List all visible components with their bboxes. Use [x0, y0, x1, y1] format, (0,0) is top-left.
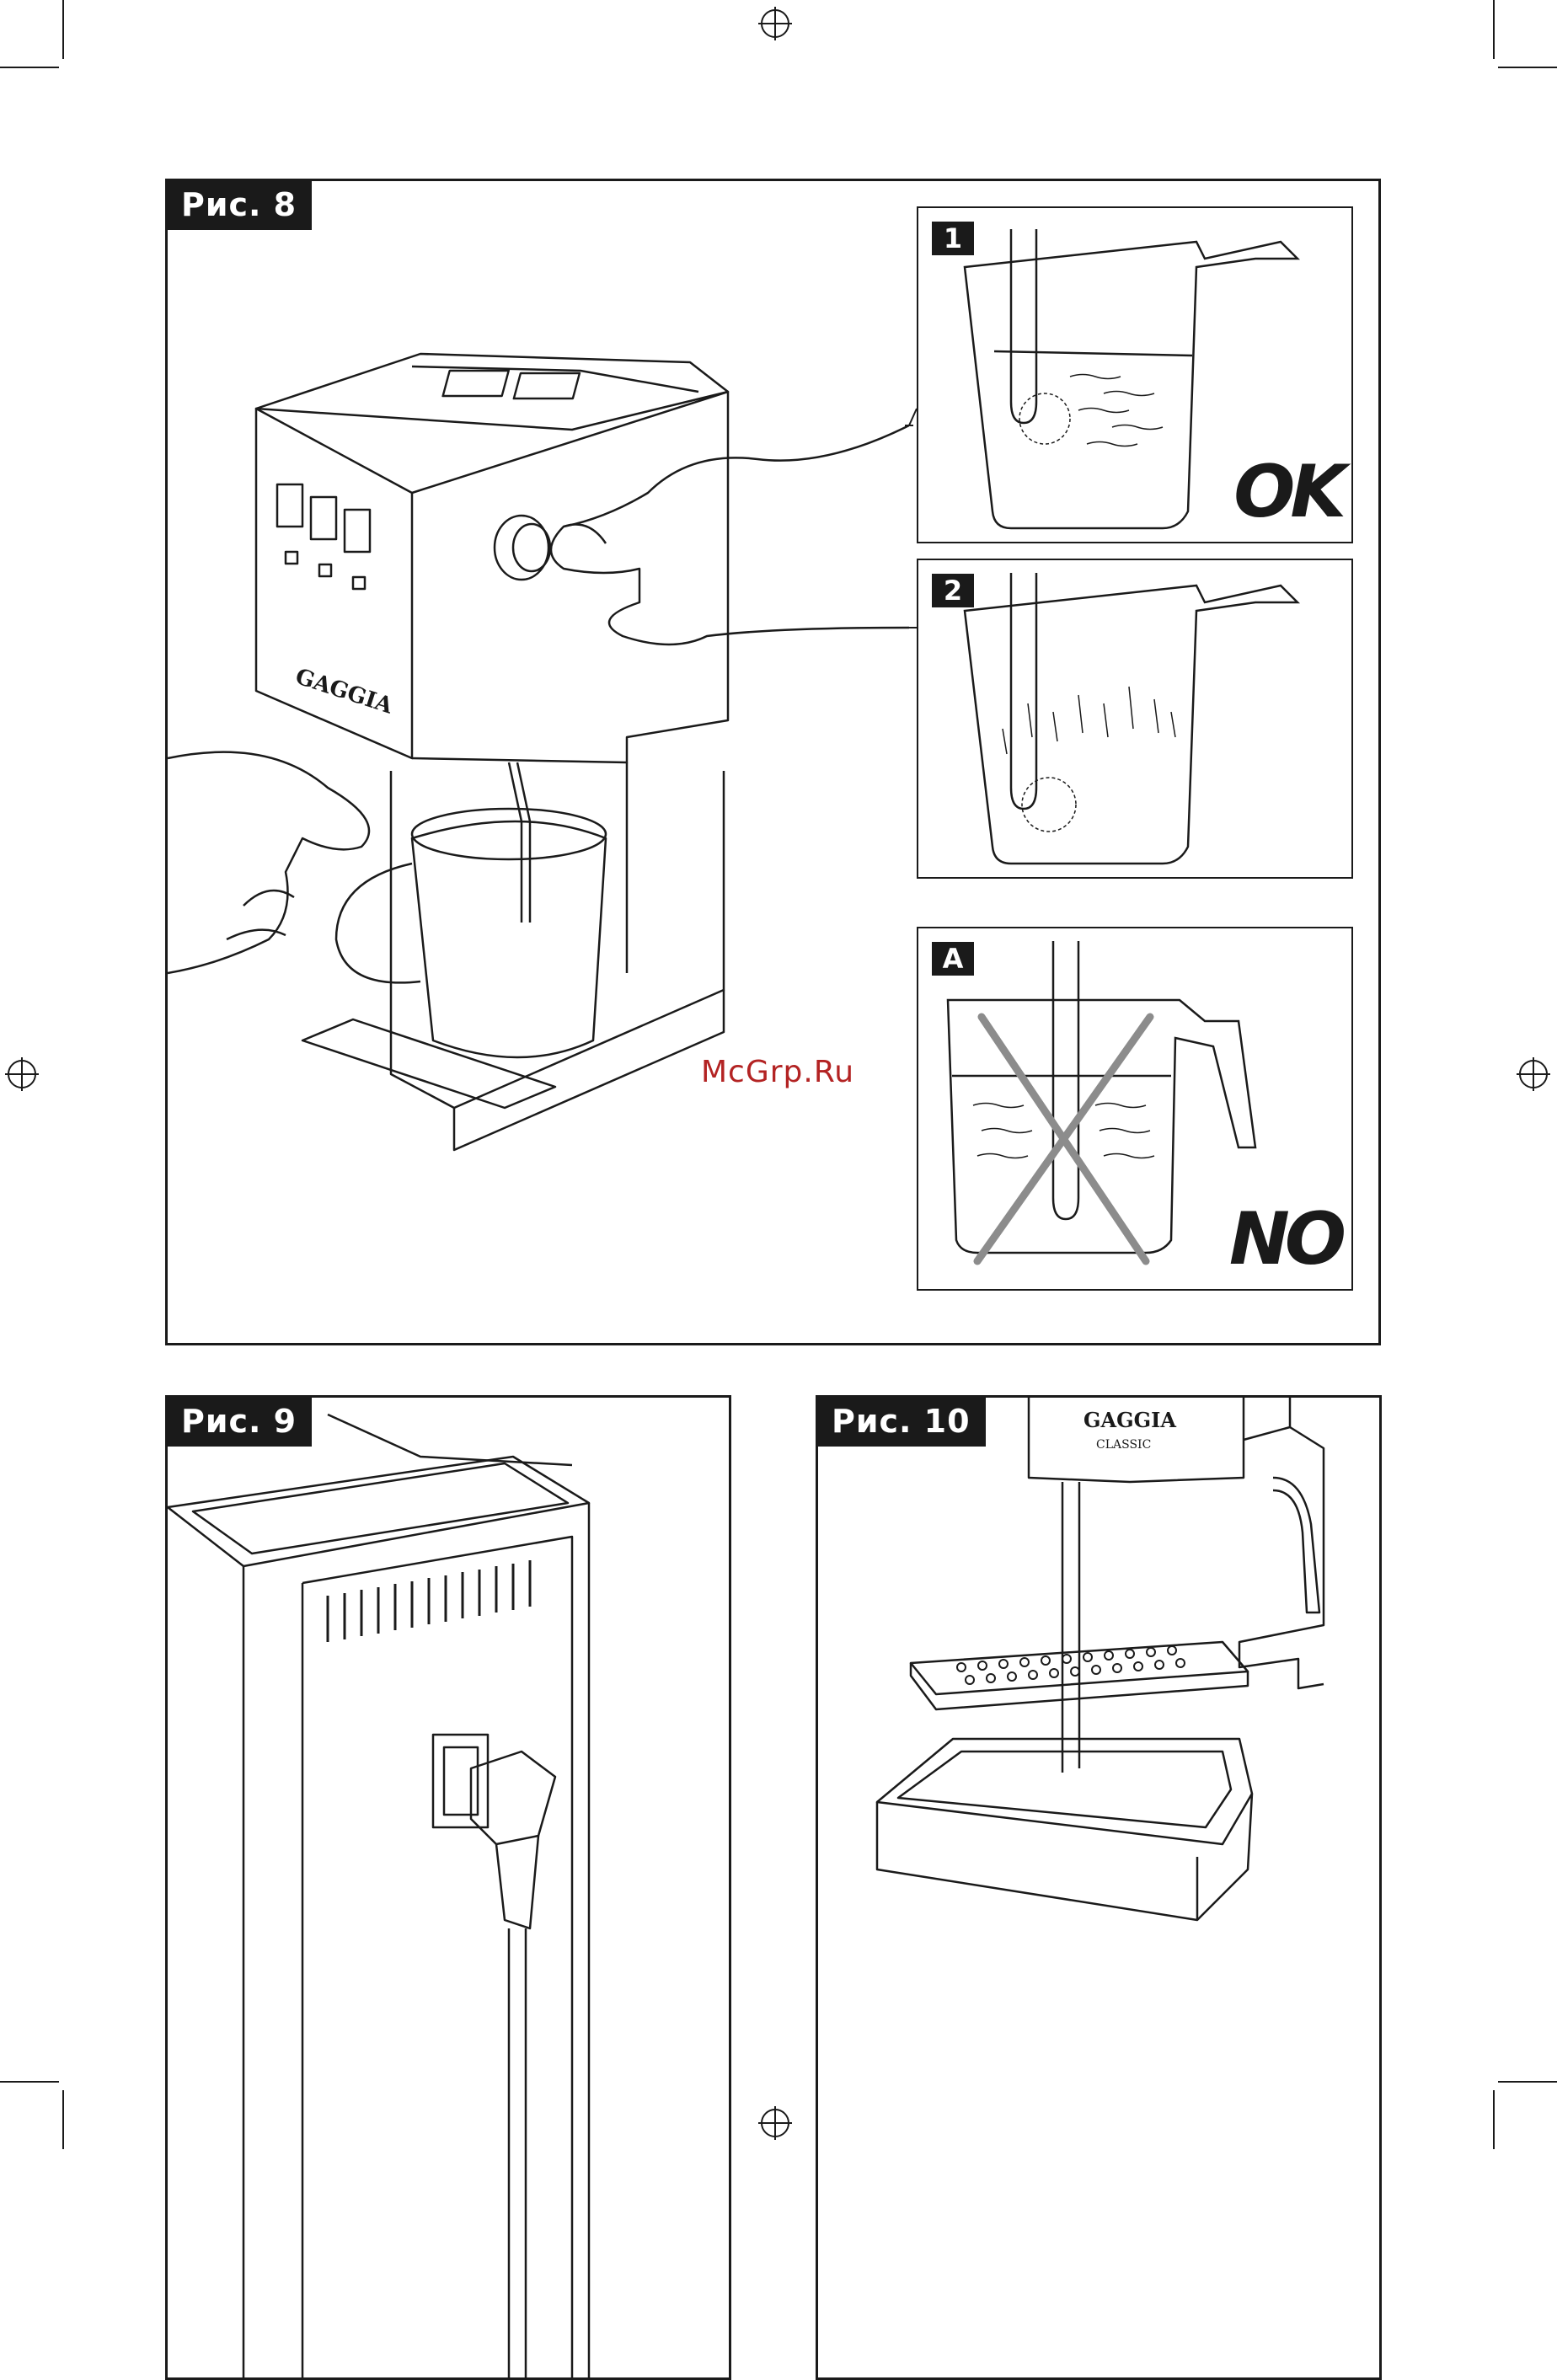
power-cord-rear-illustration: [168, 1398, 730, 2379]
verdict-ok: OK: [1233, 456, 1341, 528]
figure-10: Рис. 10 GAGGIA C: [816, 1395, 1382, 2380]
cross-mark-icon: [977, 1017, 1150, 1261]
figure-8: Рис. 8: [165, 179, 1381, 1345]
step-2-panel: 2: [917, 559, 1353, 879]
verdict-no: NO: [1229, 1203, 1341, 1276]
machine-logo-text: GAGGIA: [1083, 1408, 1176, 1432]
watermark: McGrp.Ru: [701, 1055, 854, 1089]
figure-9: Рис. 9: [165, 1395, 731, 2380]
pitcher-wand-frothing-illustration: [918, 560, 1355, 880]
machine-model-text: CLASSIC: [1096, 1438, 1151, 1452]
drip-tray-removal-illustration: GAGGIA CLASSIC: [818, 1398, 1381, 2379]
step-a-panel: A NO: [917, 927, 1353, 1291]
step-1-panel: 1 OK: [917, 206, 1353, 543]
